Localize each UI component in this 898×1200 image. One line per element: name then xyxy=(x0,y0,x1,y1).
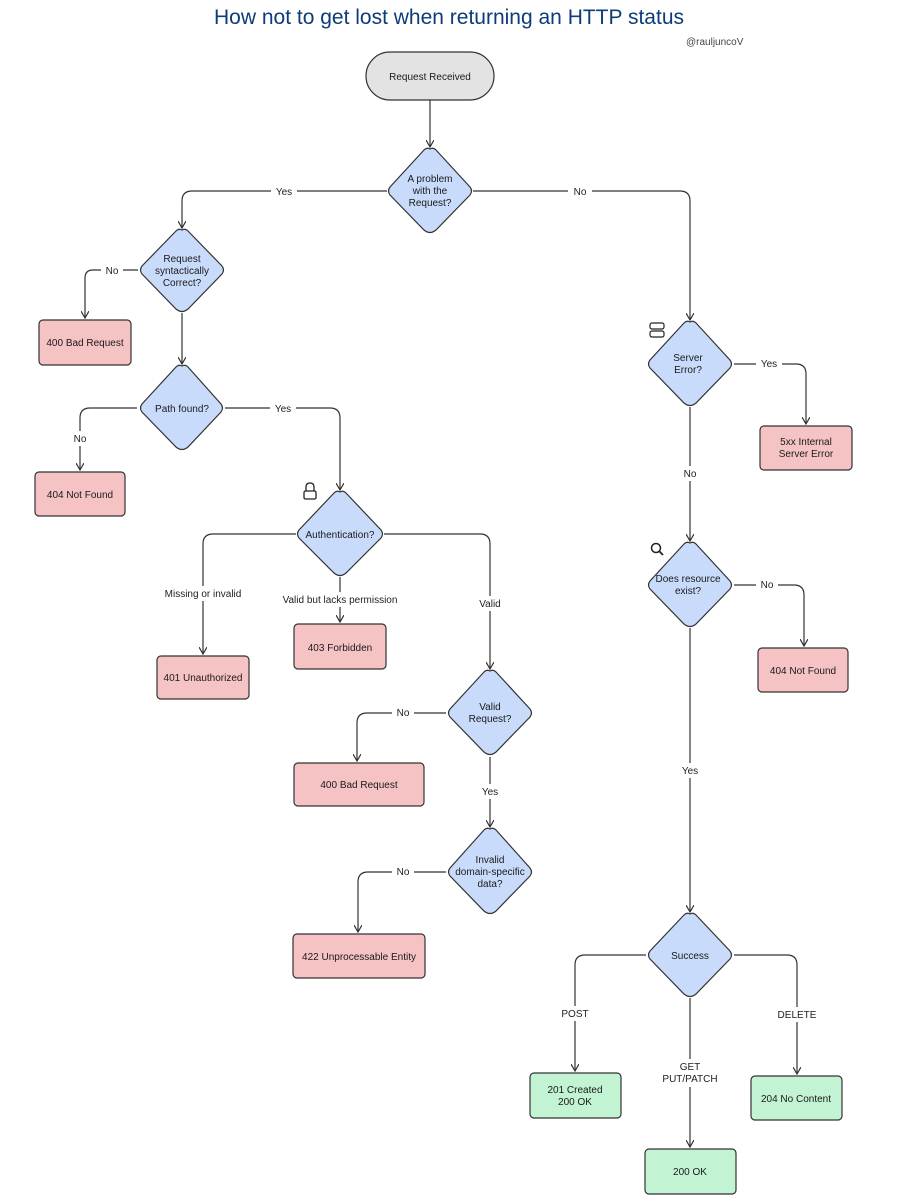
status-5xx-internal-server-error: 5xx Internal Server Error xyxy=(759,425,853,471)
decision-syntax-line-3: Correct? xyxy=(163,278,202,289)
label-auth-valid: Valid xyxy=(479,599,501,610)
status-201-line-1: 201 Created xyxy=(547,1085,602,1096)
decision-success: Success xyxy=(647,912,733,998)
edge-path-yes xyxy=(225,407,340,490)
status-404-not-found-2-label: 404 Not Found xyxy=(770,666,836,677)
decision-syntax-line-2: syntactically xyxy=(155,266,209,277)
label-auth-lacks: Valid but lacks permission xyxy=(283,595,398,606)
label-valid-yes: Yes xyxy=(482,787,498,798)
status-201-created: 201 Created 200 OK xyxy=(529,1072,622,1119)
status-5xx-line-1: 5xx Internal xyxy=(780,437,832,448)
status-404-not-found-1-label: 404 Not Found xyxy=(47,490,113,501)
decision-invalid-domain-line-3: data? xyxy=(477,879,502,890)
decision-path-label: Path found? xyxy=(155,404,209,415)
edge-domain-no xyxy=(358,871,446,932)
label-put-patch: PUT/PATCH xyxy=(662,1074,717,1085)
page-title: How not to get lost when returning an HT… xyxy=(213,6,685,29)
status-404-not-found-1: 404 Not Found xyxy=(34,471,126,517)
edge-exist-no xyxy=(734,584,804,646)
decision-valid-request-line-1: Valid xyxy=(479,702,501,713)
start-node-label: Request Received xyxy=(389,72,471,83)
status-403-forbidden: 403 Forbidden xyxy=(293,623,387,670)
status-422-unprocessable-entity-label: 422 Unprocessable Entity xyxy=(302,952,416,963)
edge-post xyxy=(575,954,646,1071)
status-400-bad-request-2: 400 Bad Request xyxy=(293,762,425,807)
search-icon xyxy=(650,542,664,556)
edge-path-no xyxy=(80,407,137,470)
label-path-yes: Yes xyxy=(275,404,291,415)
status-422-unprocessable-entity: 422 Unprocessable Entity xyxy=(292,933,426,979)
label-syntax-no: No xyxy=(106,266,119,277)
label-get: GET xyxy=(680,1062,701,1073)
decision-server-error-line-1: Server xyxy=(673,353,703,364)
edge-labels: Yes No No No Yes Missing or invalid Vali… xyxy=(69,183,820,1087)
edge-problem-no xyxy=(473,190,690,320)
edge-syntax-no xyxy=(85,269,138,318)
nodes: Request Received A problem with the Requ… xyxy=(34,51,853,1195)
label-post: POST xyxy=(561,1009,588,1020)
decision-problem: A problem with the Request? xyxy=(387,147,473,234)
decision-problem-line-2: with the xyxy=(412,186,448,197)
label-exist-yes: Yes xyxy=(682,766,698,777)
status-400-bad-request-2-label: 400 Bad Request xyxy=(320,780,398,791)
status-200-ok: 200 OK xyxy=(644,1148,737,1195)
decision-invalid-domain-line-1: Invalid xyxy=(476,855,505,866)
status-201-line-2: 200 OK xyxy=(558,1097,592,1108)
status-400-bad-request-1: 400 Bad Request xyxy=(38,319,132,366)
decision-valid-request-line-2: Request? xyxy=(469,714,512,725)
author-handle: @rauljuncoV xyxy=(686,37,744,48)
status-404-not-found-2: 404 Not Found xyxy=(757,647,849,693)
label-server-yes: Yes xyxy=(761,359,777,370)
decision-success-label: Success xyxy=(671,951,709,962)
start-node: Request Received xyxy=(365,51,495,101)
decision-valid-request: Valid Request? xyxy=(447,669,533,756)
decision-resource-exists-line-2: exist? xyxy=(675,586,702,597)
decision-path: Path found? xyxy=(139,364,224,451)
edge-server-yes xyxy=(734,363,806,424)
decision-resource-exists: Does resource exist? xyxy=(647,541,733,628)
label-server-no: No xyxy=(684,469,697,480)
status-400-bad-request-1-label: 400 Bad Request xyxy=(46,338,124,349)
edge-auth-missing xyxy=(203,533,296,654)
decision-server-error-line-2: Error? xyxy=(674,365,702,376)
decision-syntax: Request syntactically Correct? xyxy=(139,228,225,313)
decision-syntax-line-1: Request xyxy=(163,254,200,265)
server-icon xyxy=(649,322,665,338)
decision-auth: Authentication? xyxy=(296,490,384,577)
label-problem-yes: Yes xyxy=(276,187,292,198)
decision-invalid-domain: Invalid domain-specific data? xyxy=(447,827,533,915)
label-path-no: No xyxy=(74,434,87,445)
status-5xx-line-2: Server Error xyxy=(779,449,834,460)
decision-problem-line-3: Request? xyxy=(409,198,452,209)
label-auth-missing: Missing or invalid xyxy=(165,589,242,600)
label-problem-no: No xyxy=(574,187,587,198)
edge-delete xyxy=(734,954,797,1074)
edge-problem-yes xyxy=(182,190,387,228)
decision-server-error: Server Error? xyxy=(647,320,733,407)
lock-icon xyxy=(303,482,317,500)
status-200-ok-label: 200 OK xyxy=(673,1167,707,1178)
label-exist-no: No xyxy=(761,580,774,591)
edge-auth-valid xyxy=(384,533,490,669)
edge-valid-no xyxy=(357,712,446,761)
label-domain-no: No xyxy=(397,867,410,878)
decision-problem-line-1: A problem xyxy=(407,174,452,185)
decision-auth-label: Authentication? xyxy=(306,530,375,541)
status-204-no-content: 204 No Content xyxy=(750,1075,843,1121)
decision-invalid-domain-line-2: domain-specific xyxy=(455,867,524,878)
label-delete: DELETE xyxy=(778,1010,817,1021)
decision-resource-exists-line-1: Does resource xyxy=(655,574,720,585)
status-401-unauthorized-label: 401 Unauthorized xyxy=(164,673,243,684)
status-204-no-content-label: 204 No Content xyxy=(761,1094,831,1105)
label-valid-no: No xyxy=(397,708,410,719)
status-403-forbidden-label: 403 Forbidden xyxy=(308,643,373,654)
status-401-unauthorized: 401 Unauthorized xyxy=(156,655,250,700)
